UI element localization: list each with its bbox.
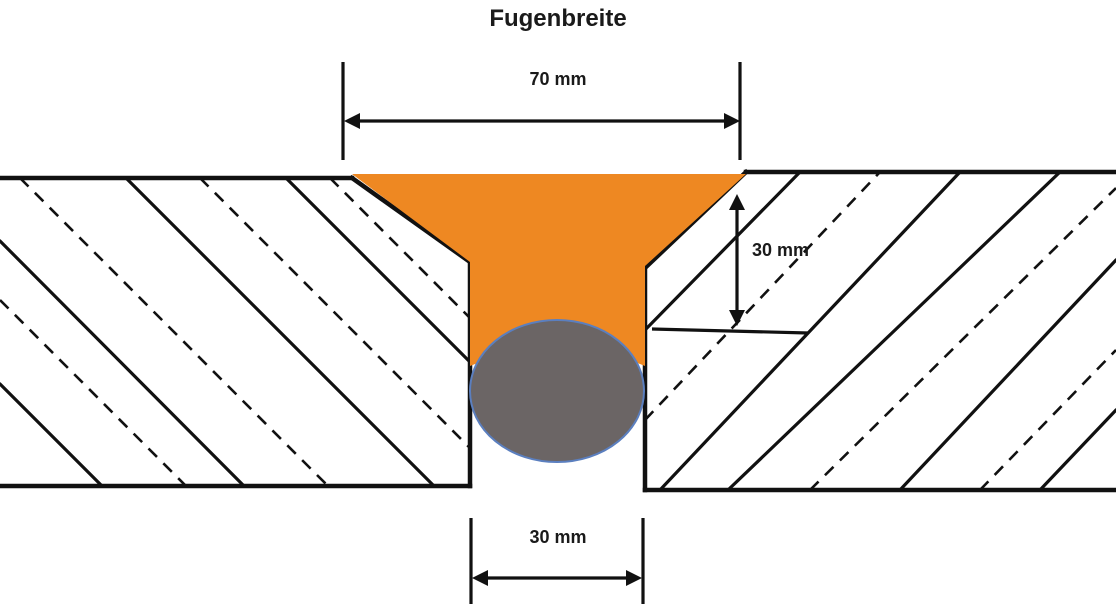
backer-rod (469, 319, 645, 463)
bottom-width-label: 30 mm (529, 527, 586, 547)
top-width-label: 70 mm (529, 69, 586, 89)
left-slab-hatching (0, 178, 470, 486)
depth-label: 30 mm (752, 240, 809, 260)
left-slab-outline (0, 174, 474, 489)
joint-sealant (352, 174, 746, 366)
bottom-width-dimension (469, 518, 645, 604)
diagram-title: Fugenbreite (489, 5, 626, 32)
depth-dimension (651, 194, 809, 335)
right-slab-hatching (645, 172, 1116, 490)
top-width-dimension (341, 62, 742, 160)
